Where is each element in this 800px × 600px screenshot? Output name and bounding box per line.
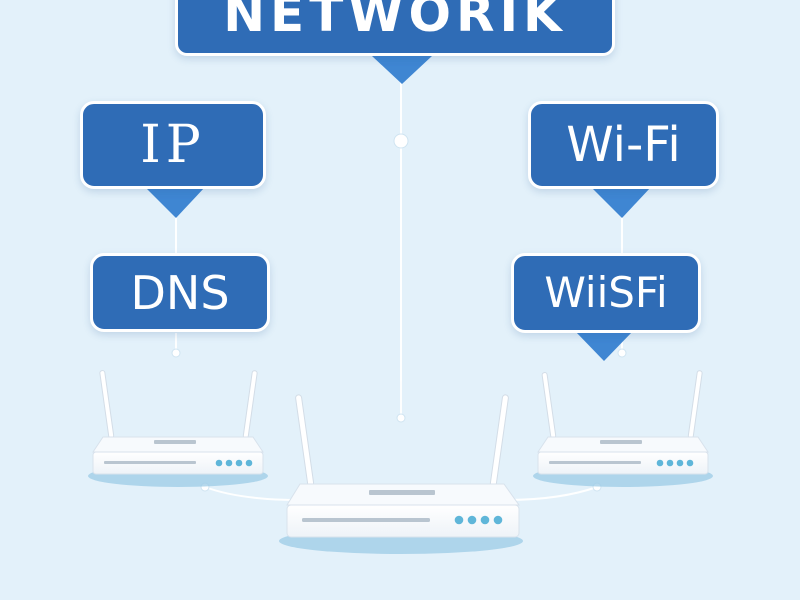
router-vent [154, 440, 196, 444]
router-leds [215, 459, 253, 467]
network-label-box: NETWORIK [175, 0, 615, 56]
router-antenna [242, 370, 258, 439]
connector-dot [396, 413, 406, 423]
connector-left-router-to-center [204, 486, 301, 501]
router-leds [454, 515, 503, 525]
router-vent [369, 490, 435, 495]
label-pointers [145, 56, 651, 361]
dns-label: DNS [130, 265, 230, 320]
router-antenna [489, 394, 509, 487]
ip-label: IP [140, 115, 206, 175]
router-leds [656, 459, 694, 467]
network-label: NETWORIK [223, 0, 567, 43]
router-top [92, 436, 264, 453]
network-pointer [372, 56, 432, 84]
wiisfi-label: WiiSFi [544, 268, 668, 317]
router-center [279, 394, 523, 554]
wiisfi-pointer [575, 331, 633, 361]
wifi-label: Wi-Fi [566, 117, 681, 173]
connector-dot [171, 348, 181, 358]
router-antenna [541, 372, 557, 439]
connector-dot [393, 133, 409, 149]
router-vent [600, 440, 642, 444]
connector-right-router-to-center [504, 486, 598, 501]
router-antenna [99, 370, 115, 439]
dns-label-box: DNS [90, 253, 270, 332]
router-antenna [295, 394, 315, 487]
router-slot [104, 461, 196, 464]
router-slot [302, 518, 430, 522]
ip-pointer [145, 187, 205, 218]
wifi-label-box: Wi-Fi [528, 101, 719, 189]
ip-label-box: IP [80, 101, 266, 189]
router-right [533, 370, 713, 487]
connector-dot [617, 348, 627, 358]
router-top [537, 436, 709, 453]
router-left [88, 370, 268, 487]
router-slot [549, 461, 641, 464]
wiisfi-label-box: WiiSFi [511, 253, 701, 333]
wifi-pointer [591, 187, 651, 218]
router-antenna [687, 370, 703, 439]
